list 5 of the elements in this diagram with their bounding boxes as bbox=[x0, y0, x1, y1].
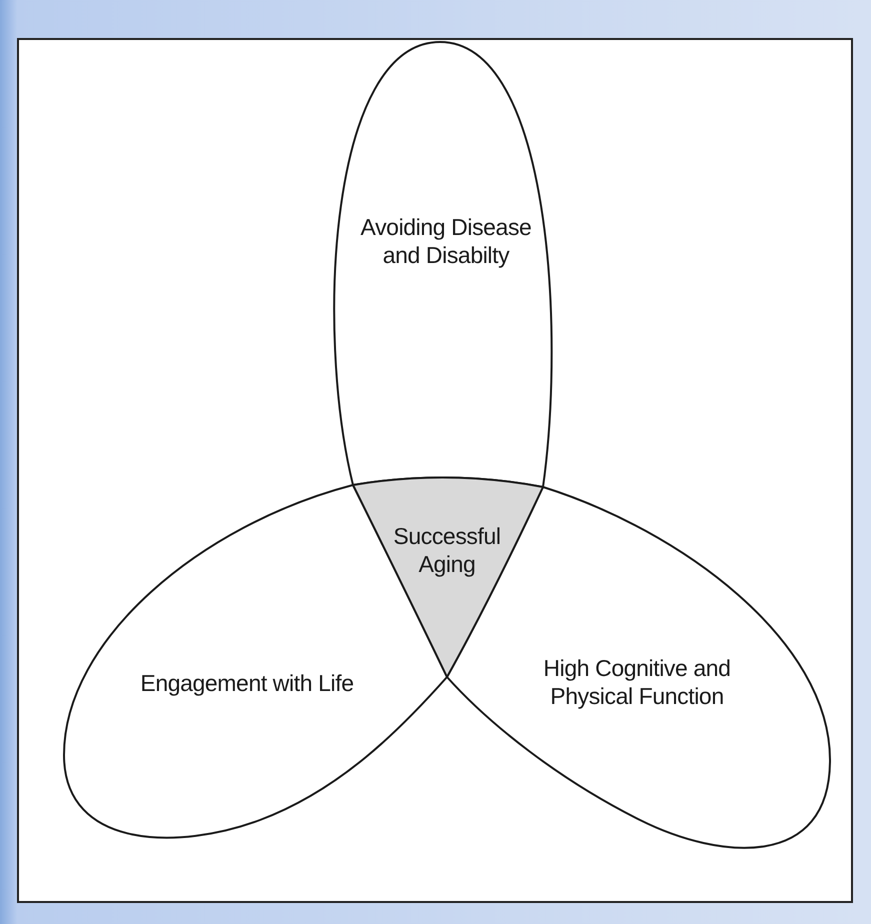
lobe-label: High Cognitive and Physical Function bbox=[542, 654, 732, 710]
lobe-label: Engagement with Life bbox=[139, 669, 355, 697]
lobe-label: Avoiding Disease and Disabilty bbox=[360, 213, 532, 269]
lobe-label: Successful Aging bbox=[392, 522, 502, 578]
overlap-region bbox=[352, 476, 544, 678]
